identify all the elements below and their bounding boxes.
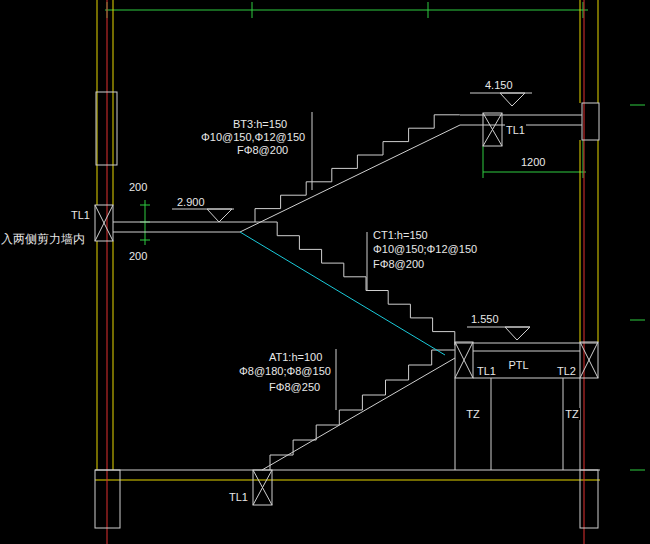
dimension-line	[105, 2, 645, 470]
column-box: TZ	[463, 407, 483, 421]
annotation-label: FΦ8@200	[236, 144, 289, 156]
annotation-label: FΦ8@250	[268, 381, 321, 393]
node-text: PTL	[507, 359, 529, 371]
annotation-label: 入两侧剪力墙内	[0, 232, 86, 246]
annotation-label: TL2	[556, 365, 577, 377]
beam-band: PTL	[505, 358, 532, 372]
annotation-label: AT1:h=100	[268, 351, 323, 363]
annotation-label: Φ10@150,Φ12@150	[200, 131, 306, 143]
annotation-label: 1.550	[470, 313, 500, 325]
wall	[95, 0, 600, 480]
annotation-label: 200	[128, 181, 148, 193]
annotation-label: TL1	[505, 124, 526, 136]
node-text: TZ	[465, 408, 480, 420]
stair-flight	[255, 222, 455, 345]
annotation-label: FΦ8@200	[372, 258, 425, 270]
annotation-label: 4.150	[484, 79, 514, 91]
annotation-label: 200	[128, 250, 148, 262]
annotation-label: Φ8@180;Φ8@150	[238, 365, 332, 377]
annotation-label: TL1	[476, 365, 497, 377]
structure	[95, 92, 600, 528]
annotation-label: CT1:h=150	[372, 229, 429, 241]
axis-line	[107, 0, 584, 544]
annotation-label: 1200	[520, 156, 546, 168]
annotation-label: 2.900	[176, 196, 206, 208]
annotation-label: TL1	[70, 209, 91, 221]
column-box: TZ	[562, 407, 582, 421]
annotation-label: BT3:h=150	[232, 118, 288, 130]
annotation-label: Φ10@150;Φ12@150	[372, 243, 478, 255]
node-text: TZ	[564, 408, 579, 420]
annotation-label: TL1	[228, 491, 249, 503]
